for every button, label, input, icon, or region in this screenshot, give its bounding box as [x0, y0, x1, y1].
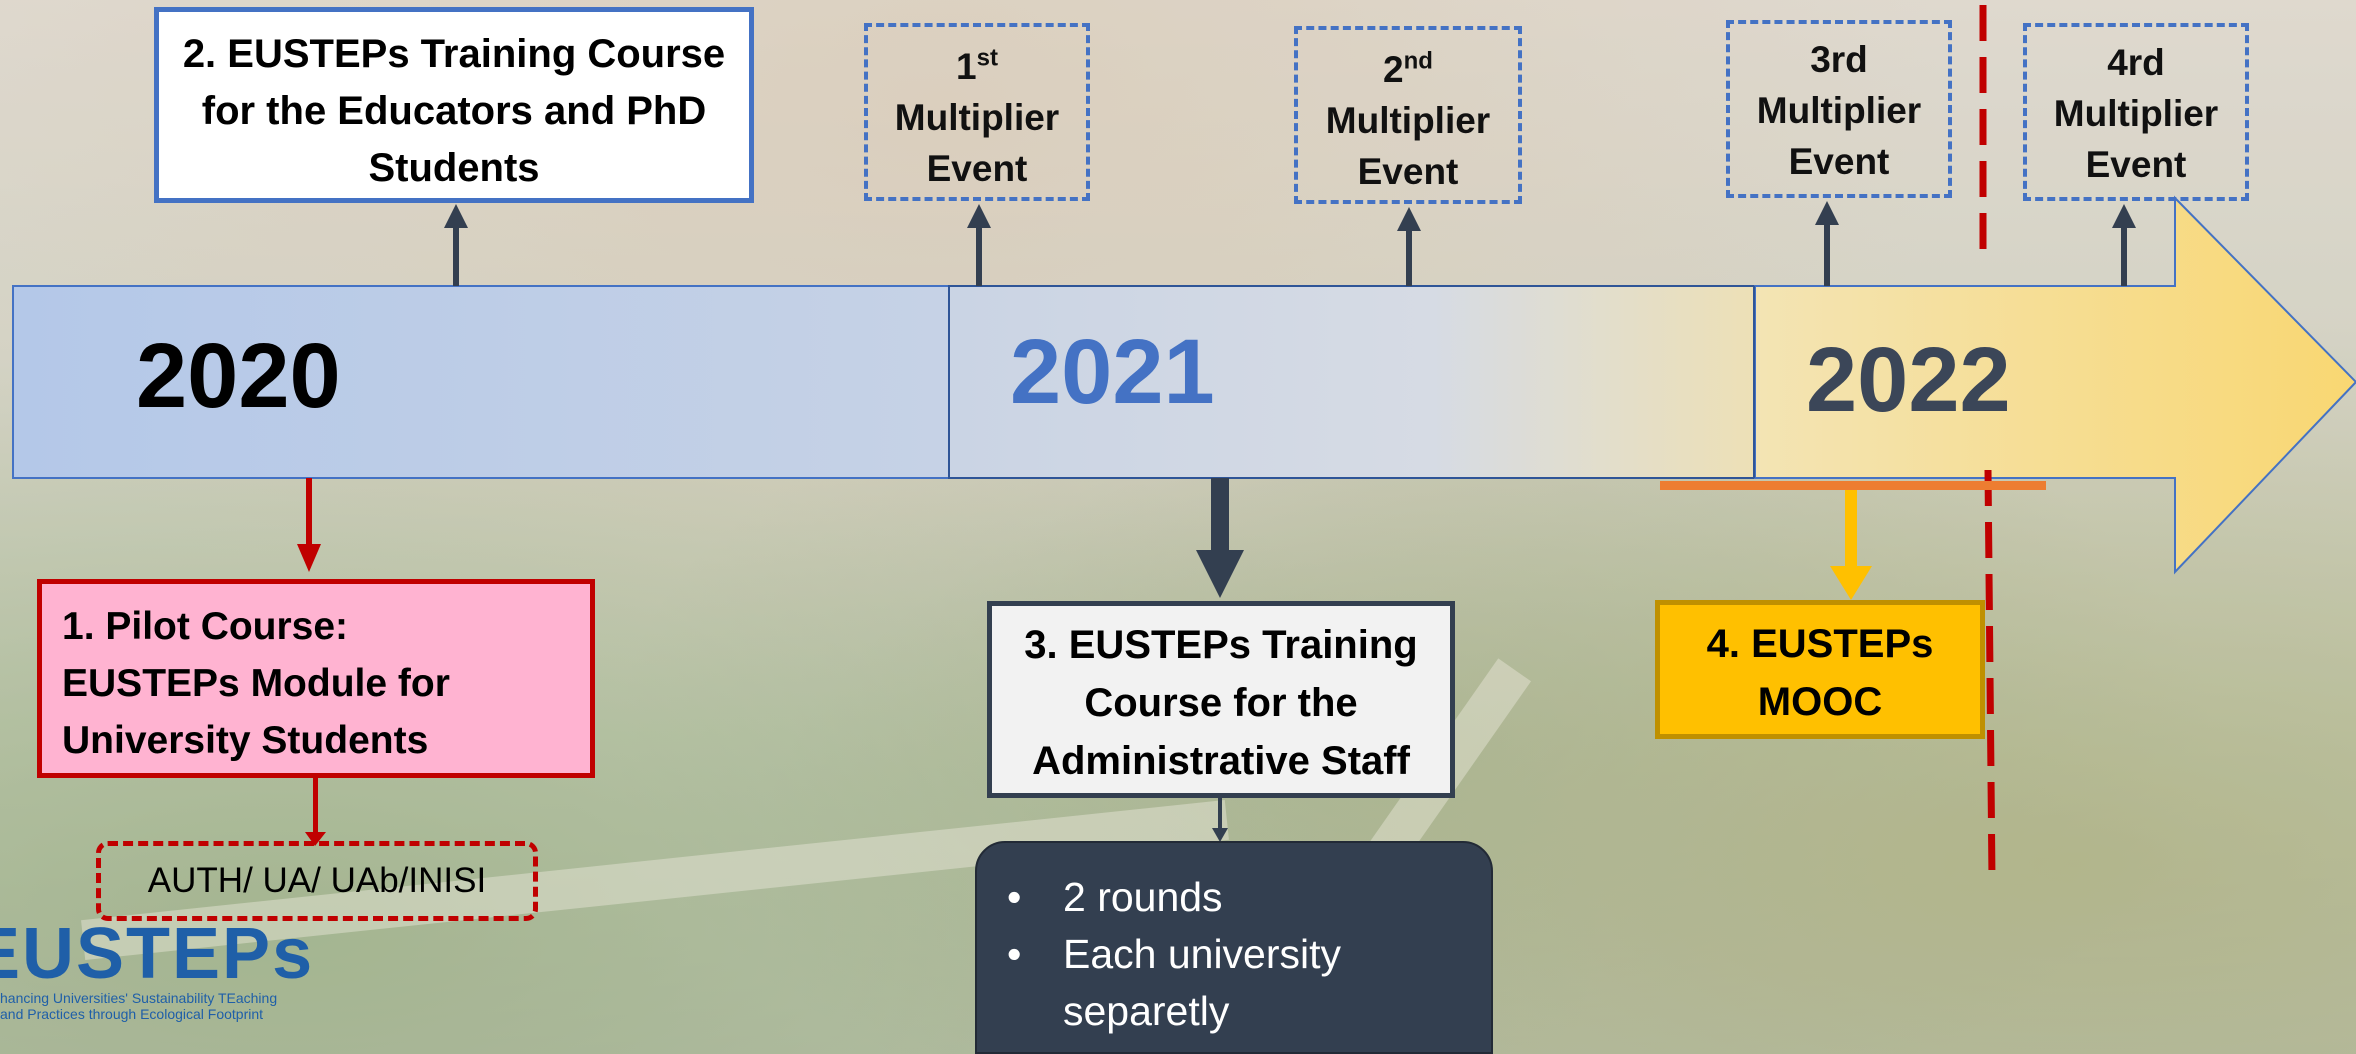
- admin-details-item-continuation: separetly: [1063, 988, 1230, 1034]
- pilot-course-line: EUSTEPs Module for: [62, 662, 450, 705]
- event-arrow-head: [444, 204, 468, 228]
- event-number: 3rd: [1810, 39, 1868, 80]
- admin-arrow: [1211, 478, 1229, 552]
- training-admin-line: 3. EUSTEPs Training: [1024, 623, 1418, 667]
- event-line: Multiplier: [1756, 90, 1922, 131]
- multiplier-event-1-box: 1st Multiplier Event: [864, 23, 1090, 201]
- event-number: 1: [956, 46, 977, 87]
- logo-tagline: and Practices through Ecological Footpri…: [0, 1006, 264, 1022]
- event-line: Event: [1788, 141, 1890, 182]
- pilot-course-line: University Students: [62, 719, 429, 762]
- segment-2020: [12, 285, 950, 479]
- admin-details-item: Each university: [977, 926, 1491, 983]
- event-line: Multiplier: [1325, 100, 1491, 141]
- admin-details-list: 2 rounds Each university separetly: [977, 869, 1491, 1040]
- partners-box: AUTH/ UA/ UAb/INISI: [96, 841, 538, 921]
- event-arrow: [2121, 225, 2127, 286]
- multiplier-event-3-box: 3rd Multiplier Event: [1726, 20, 1952, 198]
- event-arrow-head: [1815, 201, 1839, 225]
- admin-details-item: 2 rounds: [977, 869, 1491, 926]
- event-line: Multiplier: [894, 97, 1060, 138]
- partners-label: AUTH/ UA/ UAb/INISI: [147, 861, 487, 900]
- event-arrow-head: [967, 204, 991, 228]
- event-arrow: [1406, 228, 1412, 286]
- training-educators-line: 2. EUSTEPs Training Course: [182, 32, 726, 76]
- event-line: Event: [2085, 144, 2187, 185]
- event-line: Event: [1357, 151, 1459, 192]
- event-arrow: [1824, 222, 1830, 286]
- mooc-line: MOOC: [1757, 680, 1883, 724]
- training-educators-line: Students: [368, 146, 540, 190]
- multiplier-event-2-box: 2nd Multiplier Event: [1294, 26, 1522, 204]
- details-arrow: [1218, 798, 1222, 830]
- segment-2022-arrowhead: [1754, 195, 2356, 575]
- event-ordinal: st: [976, 44, 998, 72]
- mooc-arrow-head: [1830, 566, 1872, 600]
- event-arrow: [453, 225, 459, 286]
- logo-wordmark: EUSTEPs: [0, 914, 315, 994]
- details-arrow-head: [1212, 828, 1228, 842]
- pilot-arrow: [306, 478, 312, 546]
- mooc-period-bar: [1660, 481, 2046, 490]
- event-ordinal: nd: [1403, 47, 1433, 75]
- event-arrow-head: [2112, 204, 2136, 228]
- training-educators-box: 2. EUSTEPs Training Course for the Educa…: [154, 7, 754, 203]
- event-arrow-head: [1397, 207, 1421, 231]
- training-admin-line: Course for the: [1084, 681, 1358, 725]
- partners-arrow: [313, 776, 318, 836]
- multiplier-event-4-box: 4rd Multiplier Event: [2023, 23, 2249, 201]
- mooc-box: 4. EUSTEPs MOOC: [1655, 600, 1985, 739]
- training-educators-line: for the Educators and PhD: [201, 89, 707, 133]
- year-2021-label: 2021: [1010, 321, 1215, 423]
- divider-2021-2022: [1753, 286, 1755, 478]
- mooc-arrow: [1845, 490, 1857, 568]
- admin-details-box: 2 rounds Each university separetly: [975, 841, 1493, 1054]
- pilot-course-box: 1. Pilot Course: EUSTEPs Module for Univ…: [37, 579, 595, 778]
- event-line: Multiplier: [2053, 93, 2219, 134]
- event-number: 2: [1383, 49, 1404, 90]
- eusteps-logo: EUSTEPs hancing Universities' Sustainabi…: [0, 918, 312, 1022]
- training-admin-line: Administrative Staff: [1032, 739, 1410, 783]
- mooc-line: 4. EUSTEPs: [1706, 622, 1934, 666]
- partners-arrow-head: [305, 832, 326, 846]
- event-arrow: [976, 225, 982, 286]
- year-2022-label: 2022: [1806, 329, 2011, 431]
- pilot-arrow-head: [297, 544, 321, 572]
- current-date-dashed-line: [1984, 469, 1996, 881]
- pilot-course-line: 1. Pilot Course:: [62, 605, 349, 648]
- training-admin-box: 3. EUSTEPs Training Course for the Admin…: [987, 601, 1455, 798]
- logo-tagline: hancing Universities' Sustainability TEa…: [0, 990, 278, 1006]
- event-number: 4rd: [2107, 42, 2165, 83]
- admin-arrow-head: [1196, 550, 1244, 598]
- event-line: Event: [926, 148, 1028, 189]
- year-2020-label: 2020: [136, 325, 341, 427]
